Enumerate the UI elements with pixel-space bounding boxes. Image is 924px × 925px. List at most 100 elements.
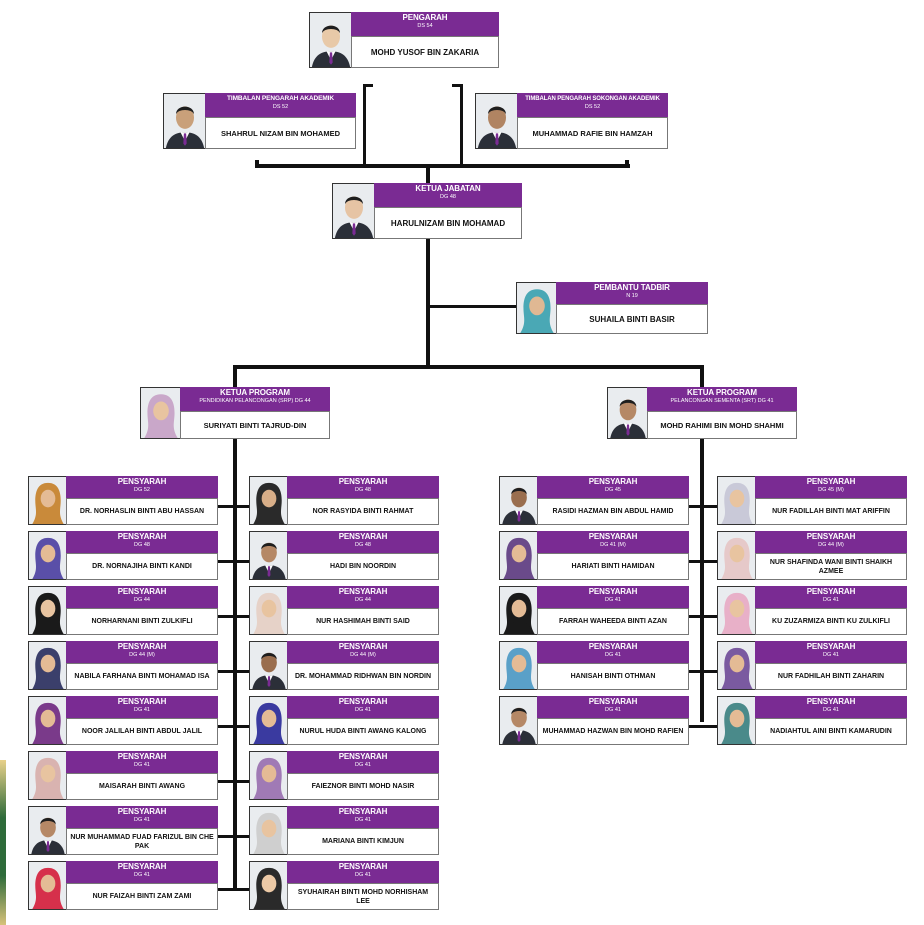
position-grade: DG 41 [605,707,621,713]
position-grade: DG 45 (M) [818,487,844,493]
position-title: PENSYARAH [806,477,856,486]
position-grade: DG 41 [823,707,839,713]
connector-line [687,505,719,508]
position-title: KETUA PROGRAM [687,388,757,397]
position-grade: DS 52 [584,104,601,110]
staff-photo [717,641,757,690]
staff-name: NUR FADHILAH BINTI ZAHARIN [755,663,907,690]
staff-name: DR. MOHAMMAD RIDHWAN BIN NORDIN [287,663,439,690]
position-grade: DG 45 [605,487,621,493]
staff-photo [499,696,539,745]
staff-name: MARIANA BINTI KIMJUN [287,828,439,855]
position-band: TIMBALAN PENGARAH AKADEMIK DS 52 [205,93,356,117]
position-title: PENSYARAH [117,697,167,706]
position-title: PENSYARAH [338,697,388,706]
staff-name: FARRAH WAHEEDA BINTI AZAN [537,608,689,635]
staff-photo [249,861,289,910]
staff-photo [28,531,68,580]
position-title: PENSYARAH [588,697,638,706]
position-grade: DG 41 [605,597,621,603]
staff-name: HARIATI BINTI HAMIDAN [537,553,689,580]
staff-name: NUR MUHAMMAD FUAD FARIZUL BIN CHE PAK [66,828,218,855]
position-grade: PENDIDIKAN PELANCONGAN (SRP) DG 44 [199,398,311,404]
staff-photo [717,586,757,635]
connector-line [233,365,237,389]
position-title: TIMBALAN PENGARAH AKADEMIK [227,95,334,102]
connector-line [233,365,704,369]
position-grade: DG 44 (M) [818,542,844,548]
connector-line [218,835,252,838]
position-grade: DG 48 [440,194,456,200]
position-grade: N 19 [626,293,638,299]
position-title: PENSYARAH [806,697,856,706]
staff-name: KU ZUZARMIZA BINTI KU ZULKIFLI [755,608,907,635]
position-title: PENSYARAH [806,642,856,651]
position-grade: DG 41 [355,817,371,823]
staff-name: NURUL HUDA BINTI AWANG KALONG [287,718,439,745]
position-title: TIMBALAN PENGARAH SOKONGAN AKADEMIK [525,96,660,102]
position-title: PENSYARAH [117,587,167,596]
position-grade: DG 48 [134,542,150,548]
staff-name: DR. NORNAJIHA BINTI KANDI [66,553,218,580]
staff-name: SURIYATI BINTI TAJRUD-DIN [180,411,330,439]
connector-line [218,505,252,508]
position-grade: DG 48 [355,487,371,493]
staff-name: MAISARAH BINTI AWANG [66,773,218,800]
staff-card: TIMBALAN PENGARAH SOKONGAN AKADEMIK DS 52… [475,93,668,149]
position-grade: DS 54 [417,23,433,29]
position-grade: DG 41 [605,652,621,658]
position-grade: DG 44 [355,597,371,603]
staff-name: SUHAILA BINTI BASIR [556,304,708,334]
position-grade: DG 41 [355,872,371,878]
staff-photo [499,586,539,635]
position-grade: DG 41 [134,707,150,713]
connector-line [687,670,719,673]
position-grade: DS 52 [272,104,289,110]
position-grade: DG 41 [355,762,371,768]
staff-photo [499,531,539,580]
staff-photo [717,531,757,580]
staff-photo [332,183,376,239]
connector-line [430,305,518,308]
position-title: PENSYARAH [338,587,388,596]
staff-photo [28,476,68,525]
staff-photo [28,806,68,855]
staff-photo [249,641,289,690]
position-title: PENSYARAH [588,587,638,596]
connector-line [218,725,252,728]
position-title: PENSYARAH [117,642,167,651]
position-title: KETUA PROGRAM [220,388,290,397]
staff-photo [249,751,289,800]
